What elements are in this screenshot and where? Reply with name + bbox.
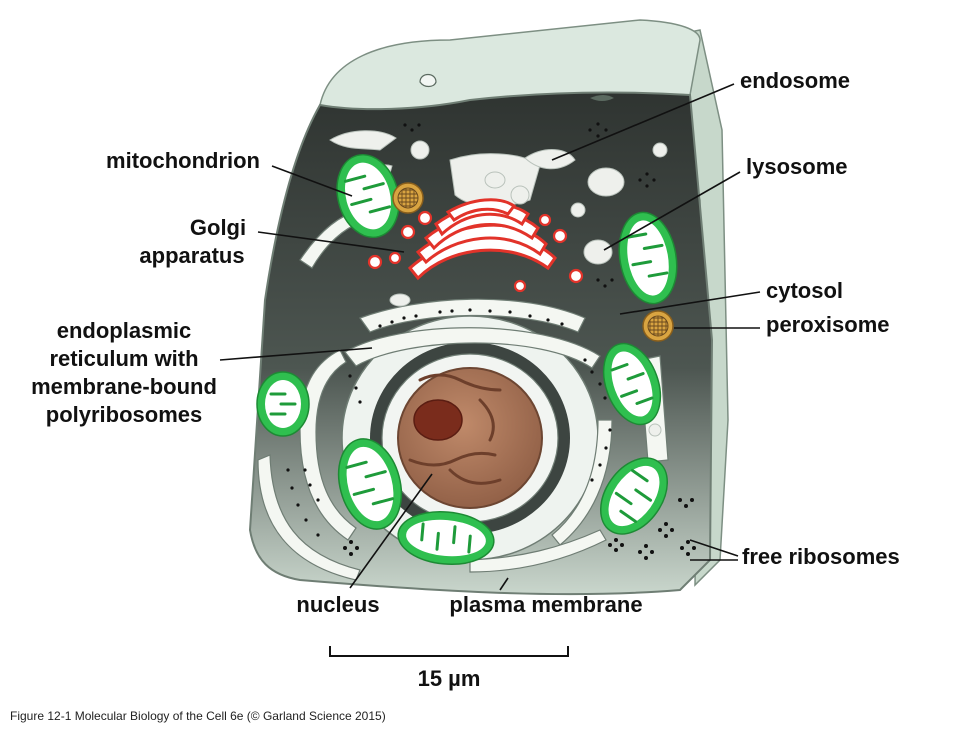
golgi-vesicle: [388, 251, 402, 265]
lysosome: [583, 239, 613, 265]
scale-bar: 15 µm: [329, 646, 569, 691]
free-ribosome-clusters: [343, 122, 696, 560]
nucleus: [397, 367, 543, 509]
nucleolus: [413, 399, 463, 441]
golgi-vesicle: [400, 224, 416, 240]
lysosome: [587, 167, 625, 197]
leader-lines: [219, 83, 761, 591]
peroxisome-core: [647, 315, 669, 337]
leader-endosome: [551, 83, 735, 161]
golgi-vesicle: [513, 279, 527, 293]
scale-bar-label: 15 µm: [418, 666, 481, 691]
vesicle: [510, 185, 530, 205]
mitochondrion: [397, 511, 495, 565]
leader-er: [219, 347, 373, 361]
peroxisome-core: [397, 187, 419, 209]
leader-mitochondrion: [271, 165, 353, 197]
label-cytosol: cytosol: [766, 278, 843, 303]
figure-caption: Figure 12-1 Molecular Biology of the Cel…: [10, 709, 386, 723]
label-plasma-membrane: plasma membrane: [449, 592, 642, 617]
golgi-vesicle: [538, 213, 552, 227]
peroxisomes: [392, 182, 674, 342]
leader-free-ribosomes-1: [689, 539, 739, 557]
surface-pit: [590, 95, 614, 101]
golgi-vesicle: [552, 228, 568, 244]
leader-nucleus: [349, 473, 433, 589]
chromatin: [408, 373, 502, 485]
er-sheet: [299, 349, 357, 541]
label-peroxisome: peroxisome: [766, 312, 890, 337]
label-nucleus: nucleus: [296, 592, 379, 617]
vesicle: [570, 202, 586, 218]
vesicle: [329, 130, 397, 151]
mitochondrion: [256, 371, 310, 437]
mitochondrion: [336, 153, 400, 239]
leader-cytosol: [619, 291, 761, 315]
leader-golgi: [257, 231, 405, 253]
vesicle: [652, 142, 668, 158]
mitochondria: [256, 153, 678, 565]
er-sheet: [344, 327, 601, 369]
mitochondrion: [599, 457, 669, 535]
mitochondrion: [337, 438, 403, 530]
vesicle: [389, 293, 411, 307]
surface-pit: [419, 73, 437, 88]
vesicle: [410, 140, 430, 160]
mitochondrion: [618, 211, 678, 305]
scale-bar-line: [329, 646, 569, 657]
golgi-vesicle: [417, 210, 433, 226]
vesicles: [329, 130, 668, 437]
golgi-vesicle: [568, 268, 584, 284]
polyribosomes: [286, 308, 612, 537]
label-mitochondrion: mitochondrion: [106, 148, 260, 173]
er-sheet: [551, 419, 613, 546]
label-lysosome: lysosome: [746, 154, 848, 179]
label-er-line3: membrane-bound: [31, 374, 217, 399]
golgi-cisterna: [445, 198, 517, 223]
label-endosome: endosome: [740, 68, 850, 93]
endosome-lumen: [484, 171, 506, 189]
label-golgi-line2: apparatus: [139, 243, 244, 268]
er-sheet: [469, 529, 607, 573]
er-sheet: [359, 298, 586, 333]
leader-plasma-membrane: [499, 577, 509, 591]
mitochondrion: [602, 342, 662, 426]
label-er-line2: reticulum with: [49, 346, 198, 371]
label-free-ribosomes: free ribosomes: [742, 544, 900, 569]
vesicle: [648, 423, 662, 437]
label-er-line4: polyribosomes: [46, 402, 202, 427]
label-er-line1: endoplasmic: [57, 318, 191, 343]
label-golgi-line1: Golgi: [190, 215, 246, 240]
labels: endosome mitochondrion lysosome Golgi ap…: [31, 68, 900, 617]
endosome: [524, 149, 576, 170]
golgi-vesicle: [367, 254, 383, 270]
golgi-apparatus: [367, 198, 584, 293]
leader-lysosome: [603, 171, 741, 251]
